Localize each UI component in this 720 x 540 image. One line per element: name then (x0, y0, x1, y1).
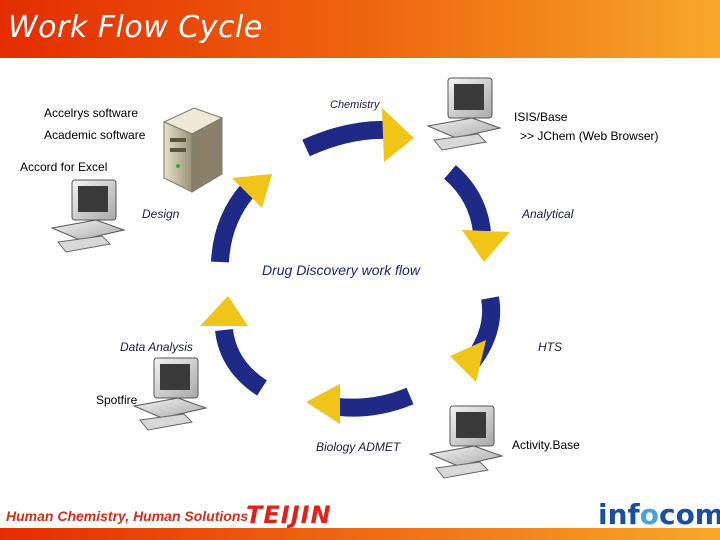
computer-icon (426, 77, 502, 151)
label-spotfire: Spotfire (96, 393, 138, 407)
label-analytical: Analytical (522, 207, 574, 221)
label-accord: Accord for Excel (20, 160, 108, 174)
arrow-data-analysis-to-design (200, 296, 268, 396)
arrow-analytical-to-hts (443, 165, 510, 262)
label-biology: Biology ADMET (316, 440, 401, 454)
arrow-hts-to-biology (450, 296, 501, 382)
label-design: Design (142, 207, 180, 221)
label-data-analysis: Data Analysis (120, 340, 193, 354)
arrow-biology-to-data-analysis (306, 384, 414, 424)
header-bar: Work Flow Cycle (0, 0, 720, 58)
label-academic: Academic software (44, 128, 146, 142)
computer-icon (132, 357, 208, 431)
computer-icon (50, 179, 126, 253)
label-hts: HTS (538, 340, 562, 354)
label-jchem: >> JChem (Web Browser) (520, 129, 659, 143)
arrow-chemistry-to-analytical (302, 108, 414, 162)
footer-bar (0, 528, 720, 540)
server-icon (162, 107, 224, 193)
center-label: Drug Discovery work flow (262, 262, 420, 278)
label-accelrys: Accelrys software (44, 106, 139, 120)
label-isis: ISIS/Base (514, 110, 568, 124)
page-title: Work Flow Cycle (8, 10, 263, 45)
label-chemistry: Chemistry (330, 99, 380, 111)
label-activitybase: Activity.Base (512, 438, 580, 452)
infocom-logo: infocom (598, 498, 720, 531)
arrow-design-to-chemistry (211, 174, 272, 263)
computer-icon (428, 405, 504, 479)
teijin-logo: TEIJIN (246, 501, 332, 529)
footer-slogan: Human Chemistry, Human Solutions (6, 508, 249, 524)
